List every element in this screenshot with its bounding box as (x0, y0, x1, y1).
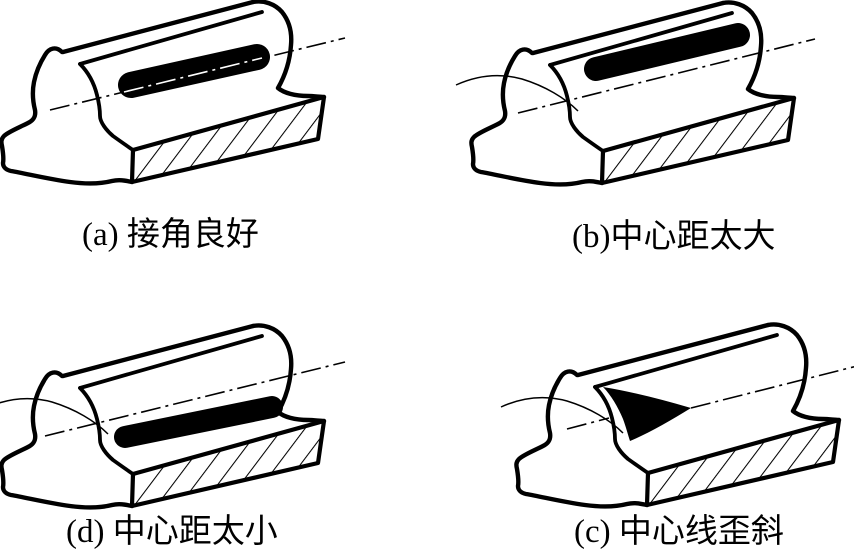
rail-diagram-a (0, 0, 346, 277)
rail-diagram-b (455, 0, 816, 277)
rail-diagram-c (500, 277, 854, 555)
contact-mark-d (114, 396, 283, 448)
center-line-c-left-segment (566, 417, 610, 430)
panel-caption-a: (a) 接角良好 (82, 217, 259, 253)
contact-mark-b (584, 23, 750, 81)
panel-caption-c: (c) 中心线歪斜 (574, 514, 784, 550)
center-line-d (44, 361, 346, 437)
panel-caption-b: (b)中心距太大 (572, 219, 776, 255)
rail-diagram-d (0, 277, 346, 555)
center-line-b (517, 38, 816, 114)
contact-mark-a (118, 44, 270, 98)
contact-mark-c (603, 387, 691, 441)
panel-caption-d: (d) 中心距太小 (66, 514, 278, 550)
center-line-c-right-segment (690, 365, 854, 409)
center-line-a-over-mark (123, 57, 263, 93)
